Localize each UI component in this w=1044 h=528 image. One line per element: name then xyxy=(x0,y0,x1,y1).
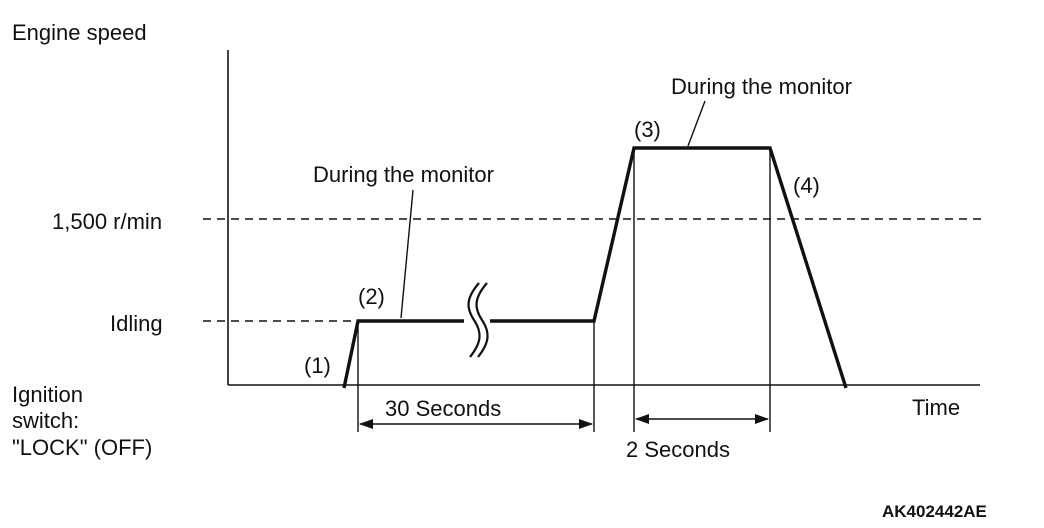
duration-label-30s: 30 Seconds xyxy=(385,396,501,421)
x-axis-label: Time xyxy=(912,395,960,420)
break-symbol-left xyxy=(467,282,481,358)
break-symbol-right xyxy=(475,282,489,358)
figure-id: AK402442AE xyxy=(882,502,987,521)
rpm-1500-label: 1,500 r/min xyxy=(52,209,162,234)
y-axis-label: Engine speed xyxy=(12,20,147,45)
monitor-leader-low xyxy=(400,189,414,319)
point-label-3: (3) xyxy=(634,117,661,142)
point-label-1: (1) xyxy=(304,353,331,378)
engine-speed-curve-start xyxy=(342,319,464,389)
ignition-label-line1: Ignition xyxy=(12,382,83,407)
idling-label: Idling xyxy=(110,311,163,336)
monitor-annotation-high: During the monitor xyxy=(671,74,852,99)
monitor-leader-high xyxy=(687,100,706,147)
point-label-2: (2) xyxy=(358,284,385,309)
point-label-4: (4) xyxy=(793,173,820,198)
monitor-annotation-low: During the monitor xyxy=(313,162,494,187)
duration-label-2s: 2 Seconds xyxy=(626,437,730,462)
ignition-label-line2: switch: xyxy=(12,408,79,433)
ignition-label-line3: "LOCK" (OFF) xyxy=(12,435,152,460)
